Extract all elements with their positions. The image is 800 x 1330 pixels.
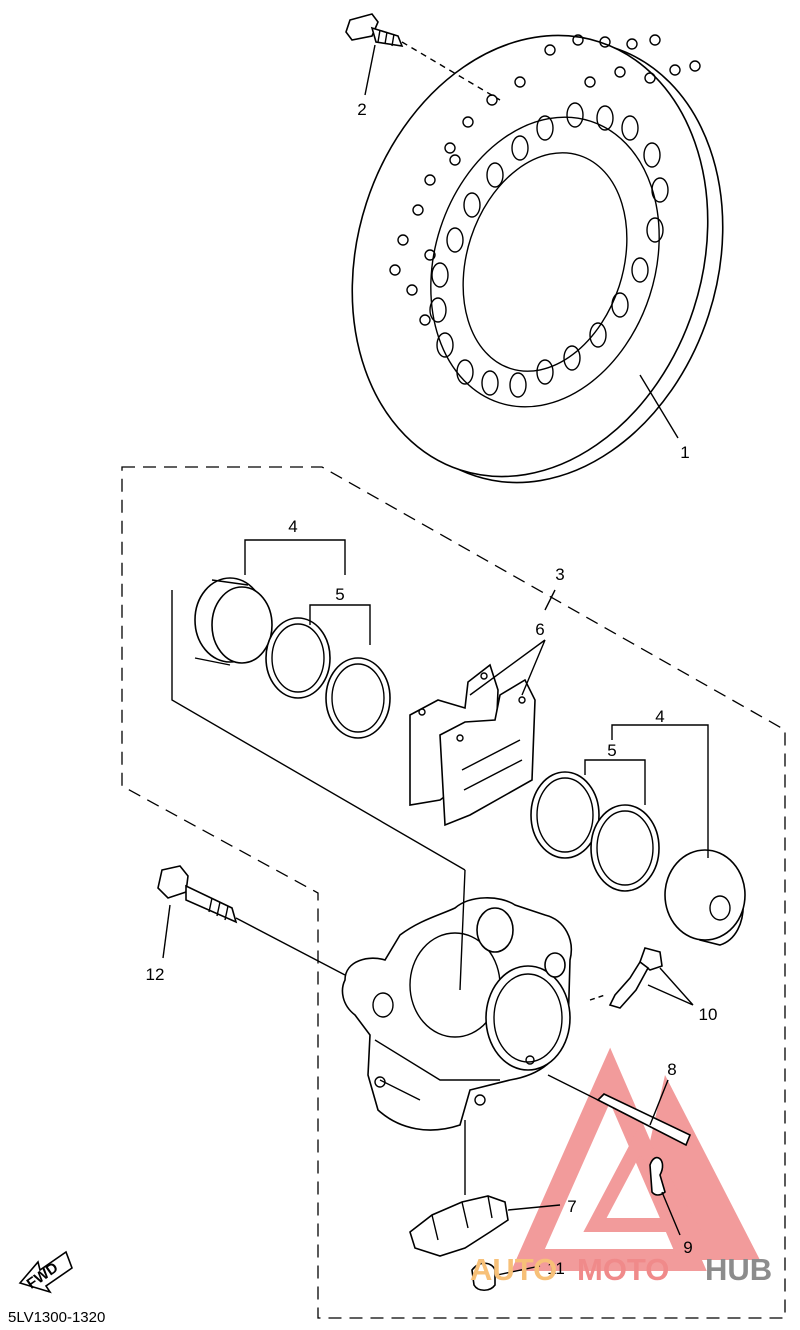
piston-right [664,849,746,946]
caliper-bolt [157,865,346,976]
bleed-screw [589,947,663,1009]
callout-lines [162,44,709,1276]
watermark-text-auto: AUTO [470,1252,557,1287]
callout-5-left: 5 [335,585,344,604]
fwd-arrow: FWD [18,1250,73,1294]
seal-right-1 [530,771,600,859]
callout-5-right: 5 [607,741,616,760]
brake-pad-set [409,663,536,827]
watermark-text-hub: HUB [705,1252,772,1287]
seal-left-2 [325,657,391,739]
disc-bolt [345,13,501,101]
brake-disc [351,34,724,484]
callout-6: 6 [535,620,544,639]
callout-4-right: 4 [655,707,664,726]
diagram-code: 5LV1300-1320 [8,1309,105,1326]
callout-11: 11 [547,1259,565,1278]
callout-3: 3 [555,565,564,584]
callout-10: 10 [699,1005,718,1024]
seal-left-1 [265,617,331,699]
callout-9: 9 [683,1238,692,1257]
seal-right-2 [590,804,660,892]
callout-8: 8 [667,1060,676,1079]
callout-4-left: 4 [288,517,297,536]
assembly-leader-lines [171,590,709,1195]
piston-left [194,577,273,666]
pad-pin [547,1074,692,1147]
callout-1: 1 [680,443,689,462]
callout-7: 7 [567,1197,576,1216]
watermark-text: AUTO MOTO HUB [470,1252,772,1287]
watermark-logo [511,1047,760,1271]
caliper-assembly-boundary [121,466,786,1319]
watermark-text-moto: MOTO [577,1252,669,1287]
pin-cap [471,1262,496,1292]
callout-2: 2 [357,100,366,119]
pad-support [409,1195,509,1257]
caliper-body [341,897,572,1131]
callout-labels: 1 2 3 4 5 6 4 5 12 10 8 7 9 11 [146,100,718,1278]
pin-clip [649,1156,666,1196]
callout-12: 12 [146,965,165,984]
